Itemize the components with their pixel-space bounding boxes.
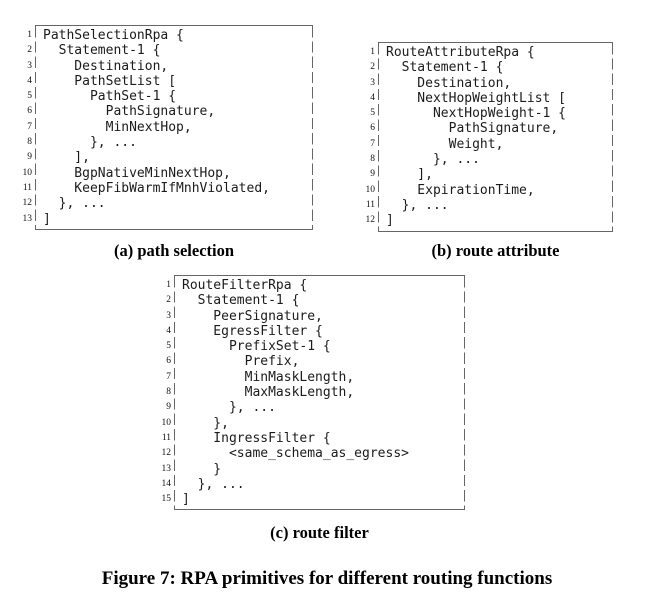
code-line: }, ... [43, 135, 137, 151]
code-line: Prefix, [182, 354, 300, 370]
line-number: 7 [166, 371, 171, 382]
line-number: 9 [166, 402, 171, 413]
line-number: 11 [365, 199, 375, 210]
line-number: 2 [27, 45, 32, 56]
subfigure-b-caption: (b) route attribute [431, 240, 560, 260]
line-number: 4 [370, 92, 375, 103]
code-line: Destination, [43, 58, 169, 74]
line-number: 8 [370, 154, 375, 165]
line-number: 6 [27, 106, 32, 117]
code-line: PathSetList [ [43, 73, 177, 89]
code-line: ], [43, 150, 90, 166]
line-number: 4 [27, 75, 32, 86]
code-line: ] [43, 211, 51, 227]
line-number: 9 [370, 169, 375, 180]
code-line: PathSelectionRpa { [43, 28, 184, 43]
code-line: }, ... [386, 197, 449, 213]
code-line: } [182, 461, 222, 477]
code-line: }, ... [386, 152, 480, 168]
line-number: 5 [370, 108, 375, 119]
line-number: 4 [166, 325, 171, 336]
line-number: 11 [22, 182, 32, 193]
subfigure-a-caption: (a) path selection [113, 240, 235, 260]
code-line: MaxMaskLength, [182, 385, 355, 401]
code-line: Statement-1 { [386, 60, 504, 76]
code-line: NextHopWeightList [ [386, 90, 567, 106]
line-number: 5 [27, 91, 32, 102]
line-number: 3 [370, 77, 375, 88]
line-number: 8 [27, 137, 32, 148]
line-number: 2 [370, 62, 375, 73]
code-line: Statement-1 { [182, 293, 300, 309]
line-number: 12 [161, 448, 172, 459]
line-number: 13 [161, 463, 172, 474]
code-line: NextHopWeight-1 { [386, 106, 567, 122]
code-line: PathSignature, [43, 104, 216, 120]
line-number: 1 [166, 280, 171, 290]
code-line: BgpNativeMinNextHop, [43, 165, 231, 181]
line-number: 15 [161, 494, 172, 505]
code-line: RouteFilterRpa { [182, 278, 308, 293]
code-line: }, [182, 415, 229, 431]
figure-caption: Figure 7: RPA primitives for different r… [101, 568, 553, 589]
line-number: 11 [161, 432, 171, 443]
code-line: }, ... [43, 196, 106, 212]
code-line: MinNextHop, [43, 119, 192, 135]
line-number: 10 [161, 417, 172, 428]
line-number: 10 [365, 184, 376, 195]
line-number: 12 [22, 198, 33, 209]
line-number: 5 [166, 341, 171, 352]
code-line: PeerSignature, [182, 308, 323, 324]
line-number: 1 [370, 47, 375, 57]
line-number: 8 [166, 387, 171, 398]
line-number: 13 [22, 213, 33, 224]
code-line: <same_schema_as_egress> [182, 446, 409, 462]
code-line: ], [386, 167, 433, 183]
code-line: EgressFilter { [182, 323, 323, 339]
subfigure-c-caption: (c) route filter [270, 523, 369, 543]
line-number: 14 [161, 478, 172, 489]
code-box-route-filter: RouteFilterRpa { Statement-1 { PeerSigna… [174, 275, 465, 511]
code-line: PrefixSet-1 { [182, 339, 331, 355]
line-number: 6 [166, 356, 171, 367]
code-box-path-selection: PathSelectionRpa { Statement-1 { Destina… [35, 25, 313, 230]
line-number: 6 [370, 123, 375, 134]
code-line: }, ... [182, 476, 245, 492]
code-box-route-attribute: RouteAttributeRpa { Statement-1 { Destin… [378, 42, 613, 232]
code-line: MinMaskLength, [182, 369, 355, 385]
line-number: 9 [27, 152, 32, 163]
code-line: PathSet-1 { [43, 89, 177, 105]
code-line: KeepFibWarmIfMnhViolated, [43, 180, 270, 196]
code-line: Weight, [386, 136, 504, 152]
code-line: ExpirationTime, [386, 182, 535, 198]
line-number: 3 [166, 310, 171, 321]
code-line: IngressFilter { [182, 430, 331, 446]
code-line: Destination, [386, 75, 512, 91]
code-line: ] [386, 213, 394, 229]
code-line: RouteAttributeRpa { [386, 45, 535, 60]
line-number: 10 [22, 167, 33, 178]
code-line: PathSignature, [386, 121, 559, 137]
line-number: 1 [27, 30, 32, 40]
line-number: 12 [365, 215, 376, 226]
code-line: }, ... [182, 400, 276, 416]
line-number: 7 [370, 138, 375, 149]
code-line: Statement-1 { [43, 43, 161, 59]
line-number: 3 [27, 60, 32, 71]
line-number: 2 [166, 295, 171, 306]
line-number: 7 [27, 121, 32, 132]
code-line: ] [182, 492, 190, 508]
